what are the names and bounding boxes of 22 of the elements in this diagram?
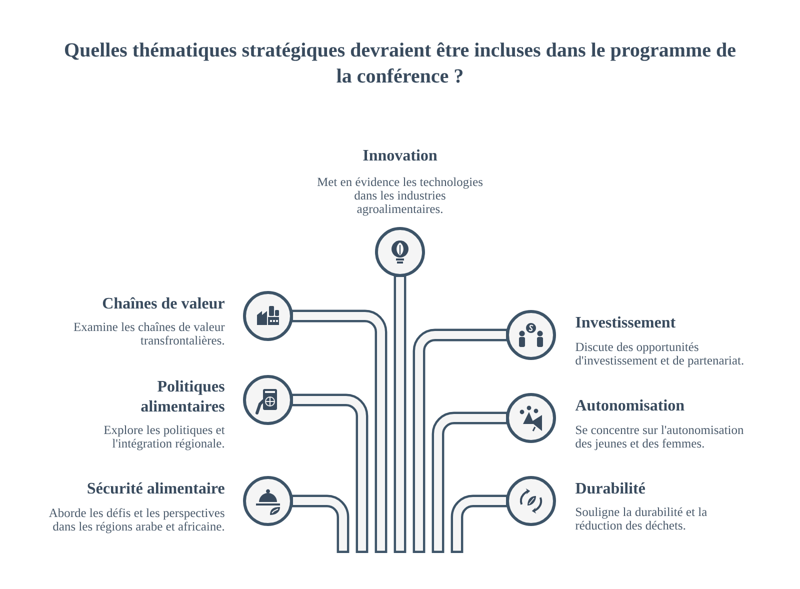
- heading: Politiques alimentaires: [141, 380, 224, 412]
- heading: Investissement: [576, 316, 676, 328]
- title: Quelles thématiques stratégiques devraient être incluses dans le programme de la conférence ?: [64, 42, 736, 83]
- description: Se concentre sur l'autonomisation des jeunes et des femmes.: [576, 425, 744, 450]
- heading: Innovation: [363, 149, 438, 161]
- description: Examine les chaînes de valeur transfrontalières.: [74, 322, 225, 345]
- connector: [290, 394, 368, 553]
- description: Aborde les défis et les perspectives dans les régions arabe et africaine.: [48, 508, 224, 534]
- description: Met en évidence les technologies dans les industries agroalimentaires.: [317, 177, 483, 216]
- heading: Durabilité: [576, 482, 645, 494]
- connector: [394, 274, 406, 553]
- heading: Chaînes de valeur: [102, 297, 224, 309]
- connector: [412, 328, 508, 553]
- connector: [432, 412, 508, 553]
- connector: [450, 494, 508, 553]
- description: Explore les politiques et l'intégration régionale.: [104, 425, 225, 450]
- heading: Autonomisation: [575, 399, 684, 411]
- description: Souligne la durabilité et la réduction des déchets.: [575, 507, 707, 530]
- description: Discute des opportunités d'investissement et de partenariat.: [576, 342, 744, 368]
- connector: [290, 310, 388, 553]
- connector: [290, 494, 350, 553]
- heading: Sécurité alimentaire: [88, 482, 224, 494]
